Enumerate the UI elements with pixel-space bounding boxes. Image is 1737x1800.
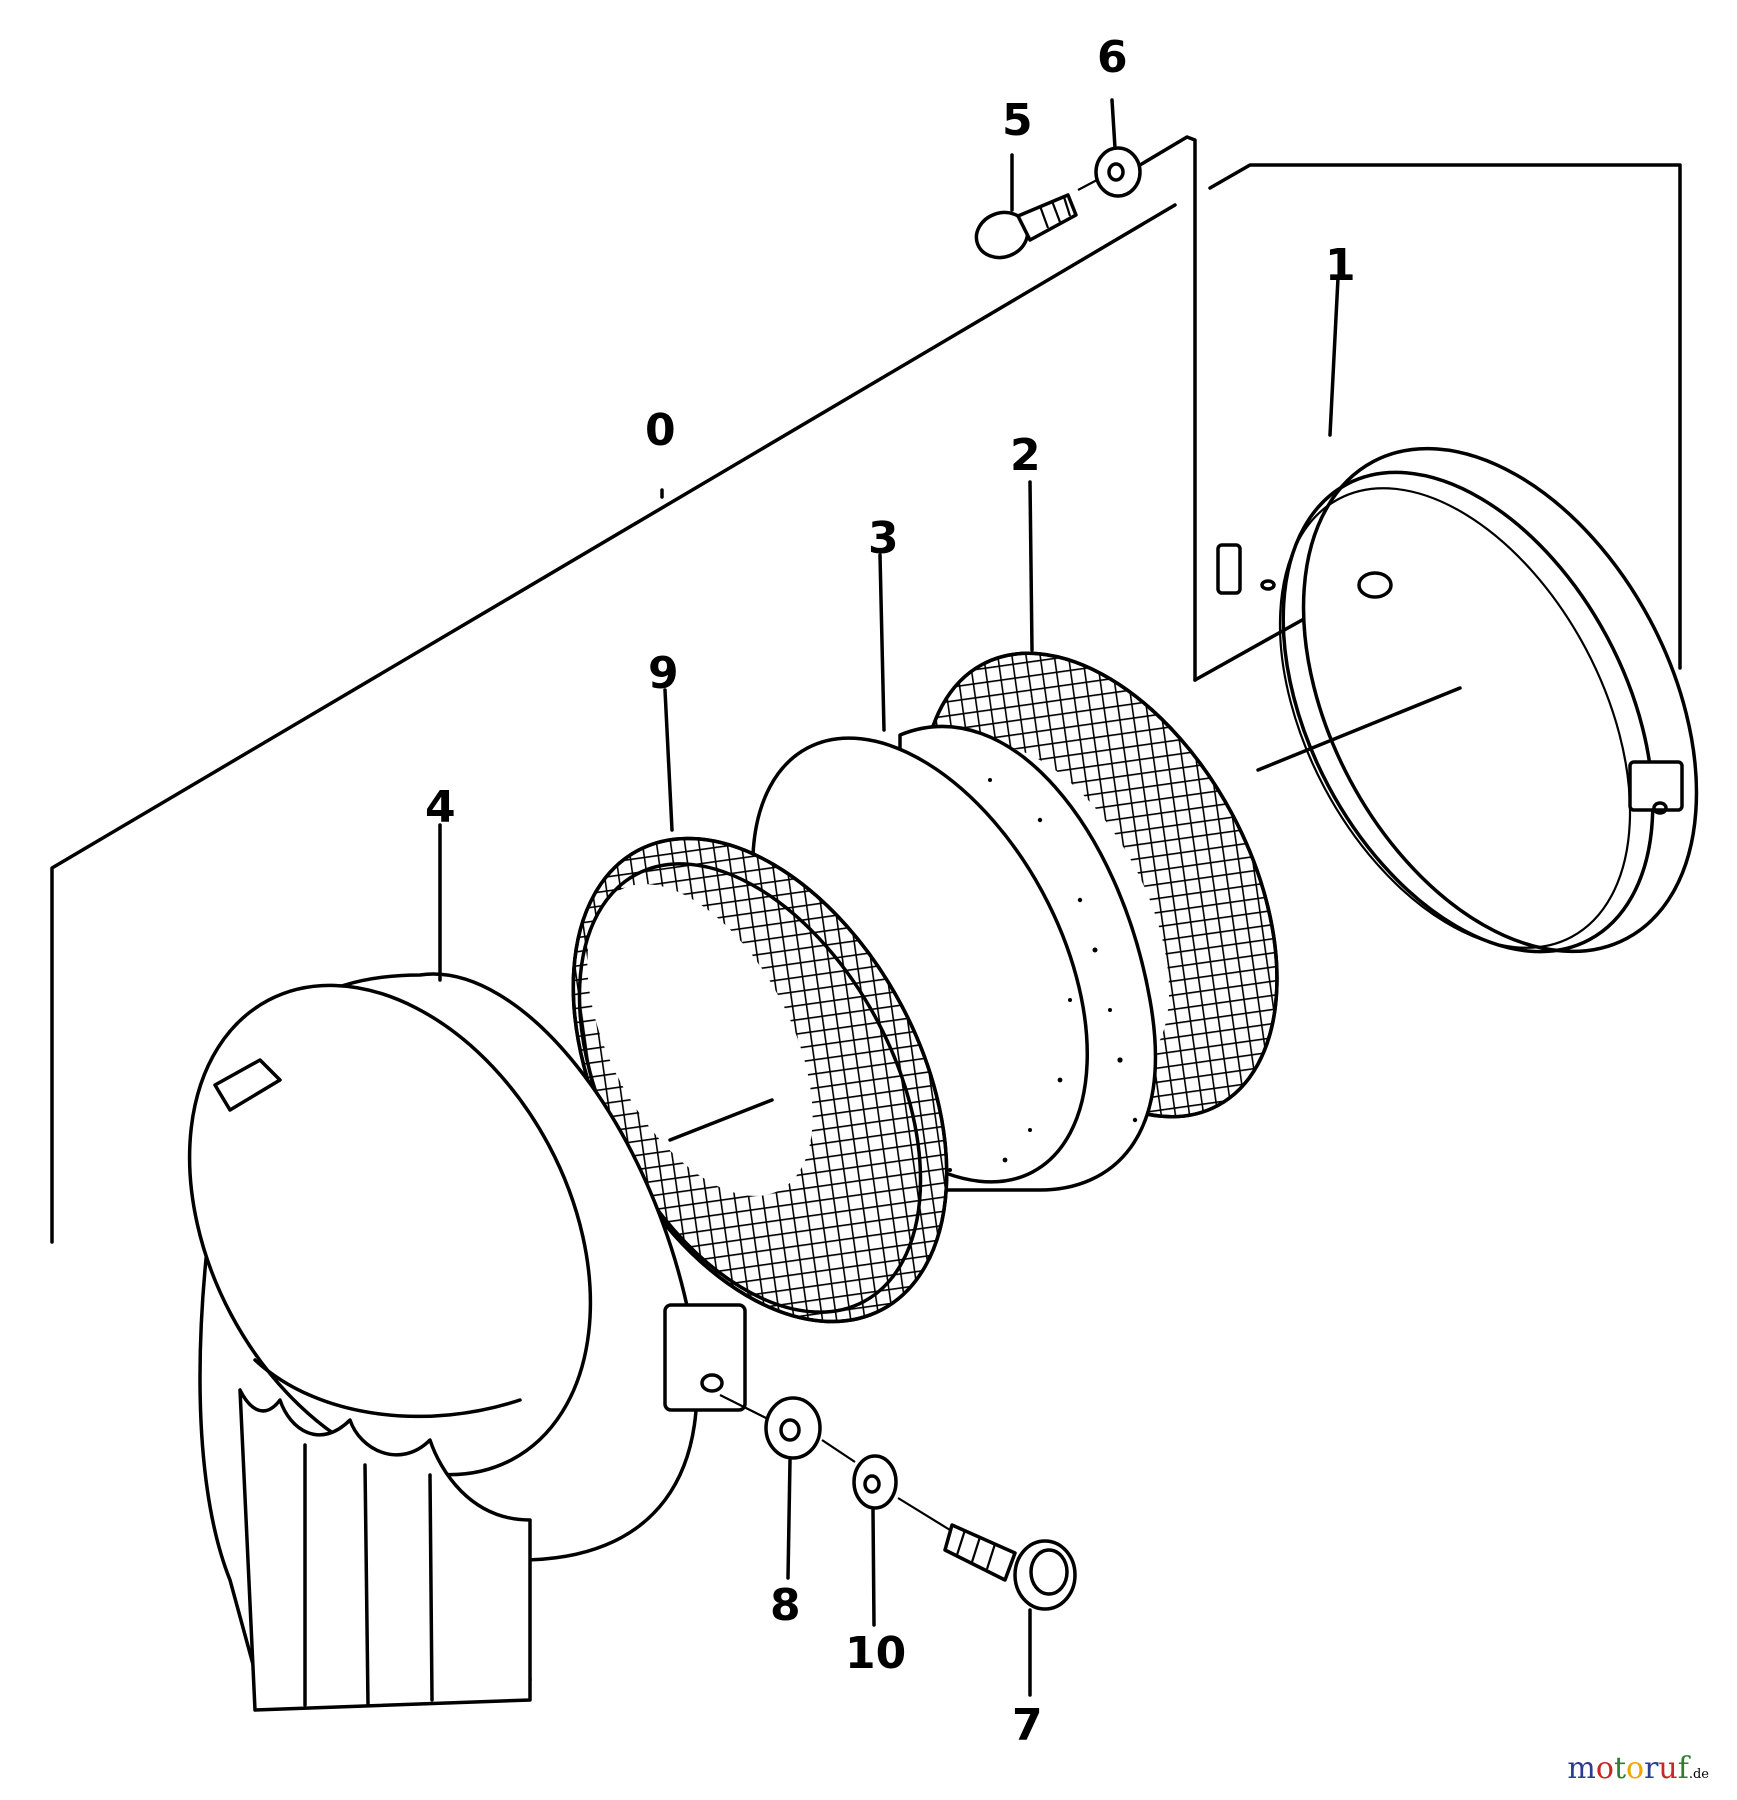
label-part-6: 6 [1097,32,1128,83]
part-4-cover-housing [187,972,747,1712]
watermark-word-prefix: moto [1567,1751,1644,1786]
watermark-letter: t [1613,1751,1626,1786]
label-part-4: 4 [425,782,456,833]
label-part-5: 5 [1002,95,1033,146]
part-5-bolt [974,193,1078,260]
part-1-headlight-rim [1216,446,1699,954]
watermark-letter: o [1595,1751,1614,1786]
label-part-8: 8 [770,1580,801,1631]
watermark-letter: r [1644,1751,1659,1786]
watermark-word-suffix: ruf [1644,1751,1689,1786]
label-part-1: 1 [1325,240,1356,291]
label-part-3: 3 [868,513,899,564]
part-7-bolt [897,1497,1077,1611]
label-part-9: 9 [648,648,679,699]
watermark-letter: u [1658,1751,1678,1786]
part-6-washer [1077,146,1142,198]
watermark-logo: motoruf.de [1567,1751,1709,1786]
label-leaders [438,98,1340,1697]
watermark-letter: f [1677,1751,1689,1786]
part-8-washer [719,1394,822,1460]
label-part-2: 2 [1010,430,1041,481]
label-part-10: 10 [845,1628,906,1679]
watermark-letter: m [1567,1751,1596,1786]
label-part-0: 0 [645,405,676,456]
part-10-lock-washer [821,1439,898,1510]
label-part-7: 7 [1012,1700,1043,1751]
watermark-letter: o [1626,1751,1645,1786]
watermark-domain: .de [1688,1767,1709,1782]
assembly-bracket-lines [50,135,1682,1244]
